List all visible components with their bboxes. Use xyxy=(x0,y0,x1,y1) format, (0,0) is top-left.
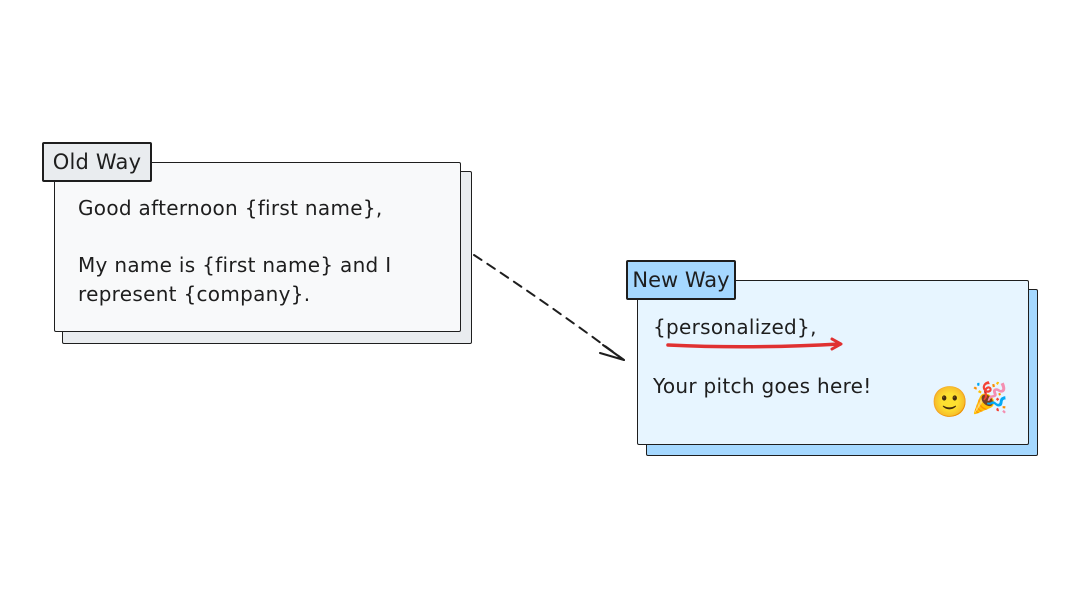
old-way-tag-label: Old Way xyxy=(52,150,142,174)
dashed-connector-arrow xyxy=(473,254,625,361)
old-way-card xyxy=(54,162,461,332)
new-way-tag: New Way xyxy=(626,260,736,300)
smiley-face-icon: 🙂 xyxy=(931,385,969,420)
party-popper-icon: 🎉 xyxy=(971,381,1009,416)
old-way-greeting-line: Good afternoon {first name}, xyxy=(78,196,383,220)
new-way-pitch-line: Your pitch goes here! xyxy=(653,374,872,398)
old-way-company-line: represent {company}. xyxy=(78,282,311,306)
new-way-greeting-line: {personalized}, xyxy=(653,315,817,339)
old-way-intro-line: My name is {first name} and I xyxy=(78,253,392,277)
new-way-tag-label: New Way xyxy=(632,268,730,292)
arrowhead-icon xyxy=(599,344,625,361)
old-way-tag: Old Way xyxy=(42,142,152,182)
new-way-card xyxy=(637,280,1029,445)
